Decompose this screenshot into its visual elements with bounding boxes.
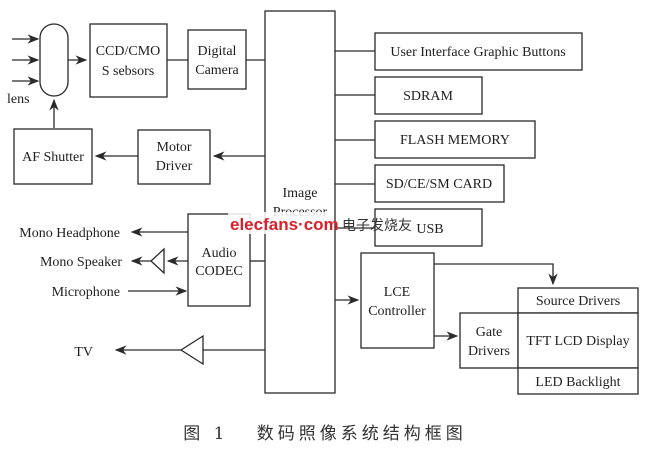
headphone-label: Mono Headphone: [19, 226, 120, 241]
lce-controller-label-1: LCE: [384, 285, 410, 300]
led-backlight-block: [517, 367, 639, 395]
gate-drivers-label-1: Gate: [476, 325, 502, 340]
usb-label: USB: [416, 222, 443, 237]
watermark-background: [228, 212, 334, 234]
flash-memory-label: FLASH MEMORY: [400, 133, 510, 148]
flash-memory-block: [374, 120, 536, 159]
digital-camera-label-2: Camera: [195, 63, 239, 78]
usb-block: [374, 208, 483, 247]
lens-label: lens: [7, 92, 30, 107]
watermark-brand: elecfans·com: [230, 215, 339, 234]
watermark-cn: 电子发烧友: [342, 218, 412, 234]
gate-drivers-block: [459, 312, 519, 369]
motor-driver-label-1: Motor: [157, 140, 192, 155]
audio-codec-label-2: CODEC: [195, 264, 242, 279]
card-slot-label: SD/CE/SM CARD: [386, 177, 492, 192]
digital-camera-label-1: Digital: [198, 44, 237, 59]
lens-block: [39, 23, 69, 97]
source-drivers-label: Source Drivers: [536, 294, 620, 309]
figure-caption: 图 1 数码照像系统结构框图: [183, 424, 466, 444]
lce-controller-block: [360, 252, 435, 349]
af-shutter-block: [13, 128, 93, 185]
tft-display-label: TFT LCD Display: [526, 334, 629, 349]
sdram-block: [374, 76, 483, 115]
af-shutter-label: AF Shutter: [22, 150, 84, 165]
ccd-sensor-block: [89, 23, 168, 98]
tv-amplifier-icon: [179, 334, 204, 366]
tft-display-block: [517, 312, 639, 369]
ccd-label-2: S sebsors: [102, 64, 155, 79]
light-input-arrows: [12, 34, 40, 86]
source-drivers-block: [517, 287, 639, 314]
speaker-amplifier-icon: [150, 247, 165, 275]
tv-label: TV: [74, 345, 93, 360]
led-backlight-label: LED Backlight: [535, 375, 620, 390]
audio-codec-label-1: Audio: [202, 246, 237, 261]
speaker-label: Mono Speaker: [40, 255, 122, 270]
image-processor-label-1: Image: [283, 186, 318, 201]
sdram-label: SDRAM: [403, 89, 453, 104]
image-processor-block: [264, 10, 336, 394]
ccd-label-1: CCD/CMO: [96, 44, 161, 59]
ui-buttons-label: User Interface Graphic Buttons: [390, 45, 565, 60]
gate-drivers-label-2: Drivers: [468, 344, 510, 359]
ui-buttons-block: [374, 32, 583, 71]
motor-driver-label-2: Driver: [156, 159, 193, 174]
lce-controller-label-2: Controller: [368, 304, 426, 319]
digital-camera-block: [187, 29, 247, 90]
microphone-label: Microphone: [52, 285, 120, 300]
motor-driver-block: [137, 129, 211, 185]
card-slot-block: [374, 164, 505, 203]
